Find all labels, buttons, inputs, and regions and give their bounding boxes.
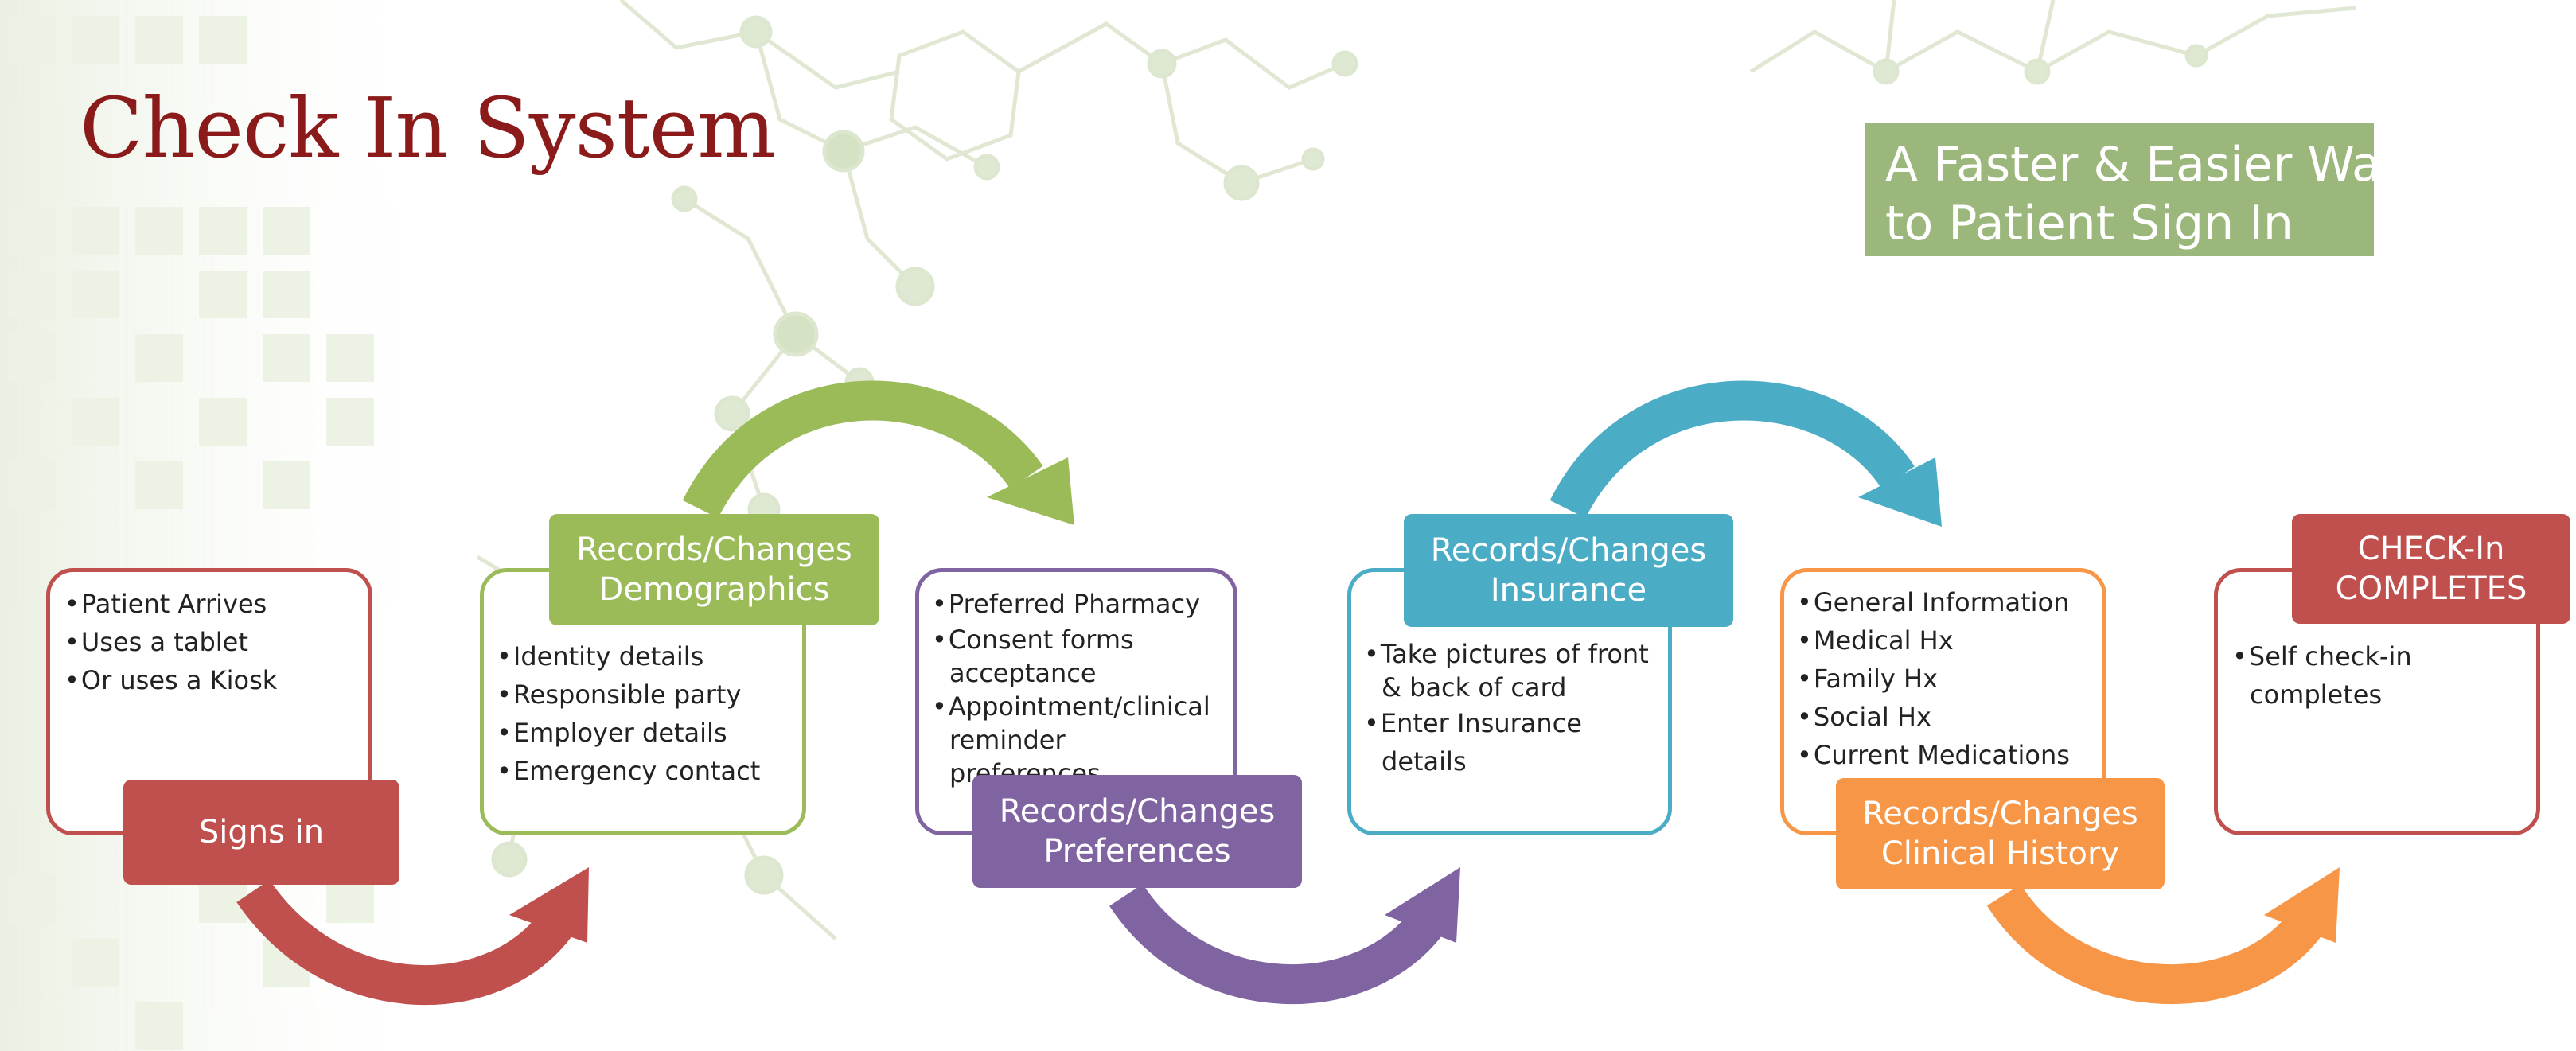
page-title: Check In System — [80, 80, 776, 177]
step-3-label-line-2: Preferences — [1043, 833, 1231, 870]
step-3-label-line-1: Records/Changes — [999, 793, 1276, 830]
list-item: Enter Insurance details — [1364, 704, 1657, 780]
step-5-label-line-2: Clinical History — [1880, 835, 2120, 872]
list-item: Family Hx — [1797, 660, 2091, 698]
step-2-label-line-2: Demographics — [598, 571, 830, 608]
step-1-label-text: Signs in — [198, 814, 325, 851]
step-5-label: Records/Changes Clinical History — [1836, 778, 2165, 889]
list-item: Identity details — [497, 637, 789, 675]
step-2-label-line-1: Records/Changes — [576, 531, 852, 568]
list-item: Emergency contact — [497, 752, 789, 790]
list-item: Consent forms acceptance — [932, 623, 1222, 690]
step-2-bullets: Identity details Responsible party Emplo… — [497, 637, 789, 790]
step-4-label: Records/Changes Insurance — [1404, 514, 1733, 627]
step-4-bullets: Take pictures of front & back of card En… — [1364, 637, 1657, 780]
list-item: Take pictures of front & back of card — [1364, 637, 1657, 704]
step-4-label-line-1: Records/Changes — [1430, 532, 1707, 569]
step-1-bullets: Patient Arrives Uses a tablet Or uses a … — [64, 585, 356, 699]
list-item: General Information — [1797, 583, 2091, 621]
step-4-label-line-2: Insurance — [1490, 572, 1647, 609]
list-item: Uses a tablet — [64, 623, 356, 661]
step-5-label-line-1: Records/Changes — [1862, 796, 2138, 832]
list-item: Preferred Pharmacy — [932, 585, 1222, 623]
step-5-bullets: General Information Medical Hx Family Hx… — [1797, 583, 2091, 774]
list-item: Or uses a Kiosk — [64, 661, 356, 699]
list-item: Current Medications — [1797, 736, 2091, 774]
list-item: Social Hx — [1797, 698, 2091, 736]
step-6-label: CHECK-In COMPLETES — [2292, 514, 2570, 624]
step-6-bullets: Self check-in completes — [2232, 637, 2525, 714]
tagline-line-1: A Faster & Easier Way — [1885, 137, 2410, 193]
step-6-label-line-2: COMPLETES — [2335, 570, 2527, 607]
list-item: Employer details — [497, 714, 789, 752]
list-item: Patient Arrives — [64, 585, 356, 623]
step-2-label: Records/Changes Demographics — [549, 514, 879, 625]
step-1-label: Signs in — [123, 780, 399, 885]
list-item: Appointment/clinical reminder preference… — [932, 690, 1222, 790]
step-6-label-line-1: CHECK-In — [2357, 531, 2505, 567]
step-3-bullets: Preferred Pharmacy Consent forms accepta… — [932, 585, 1222, 790]
list-item: Self check-in completes — [2232, 637, 2525, 714]
tagline-banner: A Faster & Easier Way to Patient Sign In — [1865, 123, 2410, 256]
list-item: Responsible party — [497, 675, 789, 714]
tagline-line-2: to Patient Sign In — [1885, 196, 2293, 251]
step-3-label: Records/Changes Preferences — [972, 775, 1302, 888]
list-item: Medical Hx — [1797, 621, 2091, 660]
